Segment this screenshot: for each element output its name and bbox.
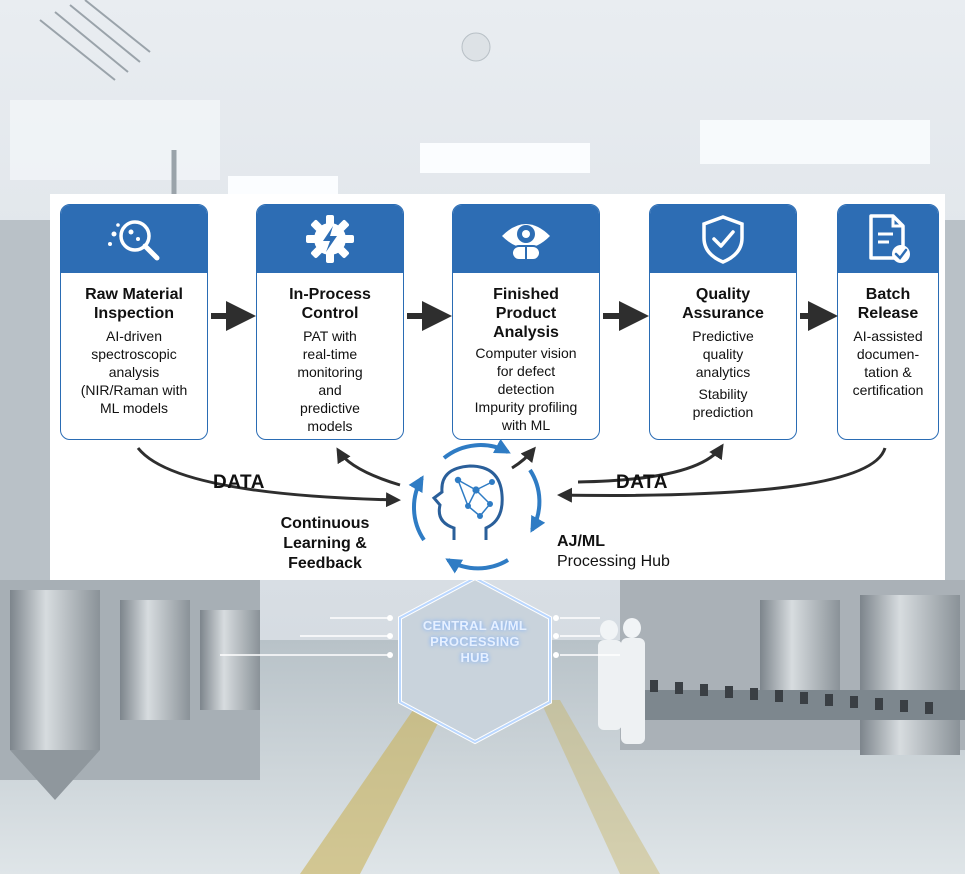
data-label-right: DATA [616, 472, 668, 493]
stage-title: Batch Release [838, 285, 938, 323]
stage-desc-line: models [307, 418, 353, 434]
stage-desc-line: monitoring [297, 364, 363, 380]
stage-desc-line: PAT with [303, 328, 357, 344]
stage-desc-line: AI-driven [105, 328, 163, 344]
stage-desc-line: quality [702, 346, 744, 362]
stage-card-raw-material: Raw Material Inspection AI-driven spectr… [60, 204, 208, 440]
stage-desc-line: analysis [108, 364, 160, 380]
stage-description: AI-assisted documen- tation & certificat… [838, 327, 938, 399]
stage-desc-line: analytics [695, 364, 751, 380]
stage-title-line: In-Process [289, 286, 371, 303]
hub-subtitle: Processing Hub [557, 553, 670, 570]
loop-line: Learning & [283, 535, 367, 552]
stage-title-line: Inspection [93, 305, 174, 322]
stage-title-line: Product [495, 305, 557, 322]
stage-title: In-Process Control [257, 285, 403, 323]
stage-header [257, 205, 403, 273]
eye-pill-icon [502, 224, 550, 261]
stage-title: Finished Product Analysis [453, 285, 599, 342]
stage-desc-line: and [318, 382, 342, 398]
stage-title-line: Raw Material [85, 286, 183, 303]
central-hub-line-3: HUB [460, 650, 490, 665]
stage-card-finished-product: Finished Product Analysis Computer visio… [452, 204, 600, 440]
stage-title-line: Analysis [493, 324, 559, 341]
stage-title-line: Quality [695, 286, 751, 303]
stage-description: Predictive quality analytics Stability p… [650, 327, 796, 421]
stage-card-quality-assurance: Quality Assurance Predictive quality ana… [649, 204, 797, 440]
stage-desc-line: Stability [698, 386, 748, 402]
gear-bolt-icon [306, 215, 354, 263]
stage-header [650, 205, 796, 273]
magnifier-icon [108, 220, 160, 261]
stage-desc-line: (NIR/Raman with [80, 382, 188, 398]
stage-card-in-process: In-Process Control PAT with real-time mo… [256, 204, 404, 440]
stage-title-line: Batch [865, 286, 911, 303]
loop-line: Continuous [280, 515, 370, 532]
stage-description: AI-driven spectroscopic analysis (NIR/Ra… [61, 327, 207, 417]
stage-desc-line: spectroscopic [91, 346, 177, 362]
stage-desc-line: certification [852, 382, 924, 398]
stage-desc-line: Predictive [692, 328, 754, 344]
stage-header [838, 205, 938, 273]
stage-desc-line: ML models [100, 400, 168, 416]
stage-title: Quality Assurance [650, 285, 796, 323]
stage-card-batch-release: Batch Release AI-assisted documen- tatio… [837, 204, 939, 440]
stage-description: PAT with real-time monitoring and predic… [257, 327, 403, 435]
central-hub-line-1: CENTRAL AI/ML [422, 618, 528, 633]
stage-desc-line: for defect [496, 363, 556, 379]
stage-title: Raw Material Inspection [61, 285, 207, 323]
stage-title-line: Control [301, 305, 359, 322]
stage-title-line: Finished [493, 286, 559, 303]
stage-desc-line: documen- [856, 346, 920, 362]
stage-desc-line: detection [497, 381, 555, 397]
stage-desc-line: Impurity profiling [474, 399, 578, 415]
shield-check-icon [702, 215, 744, 264]
stage-description: Computer vision for defect detection Imp… [453, 344, 599, 434]
stage-title-line: Assurance [682, 305, 764, 322]
stage-desc-line: prediction [692, 404, 754, 420]
data-label-left: DATA [213, 472, 265, 493]
stage-desc-line: with ML [501, 417, 551, 433]
hub-title: AJ/ML [557, 533, 605, 550]
loop-line: Feedback [288, 555, 362, 572]
stage-desc-line: tation & [864, 364, 912, 380]
stage-desc-line: Computer vision [475, 345, 577, 361]
stage-header [453, 205, 599, 273]
stage-desc-line: AI-assisted [853, 328, 923, 344]
stage-desc-line: predictive [300, 400, 360, 416]
stage-header [61, 205, 207, 273]
stage-desc-line: real-time [302, 346, 358, 362]
continuous-learning-label: Continuous Learning & Feedback [262, 514, 388, 574]
document-check-icon [869, 214, 910, 263]
central-hub-label: CENTRAL AI/ML PROCESSING HUB [400, 618, 550, 666]
central-hub-line-2: PROCESSING [430, 634, 520, 649]
hub-label: AJ/ML Processing Hub [557, 532, 670, 572]
stage-title-line: Release [857, 305, 919, 322]
